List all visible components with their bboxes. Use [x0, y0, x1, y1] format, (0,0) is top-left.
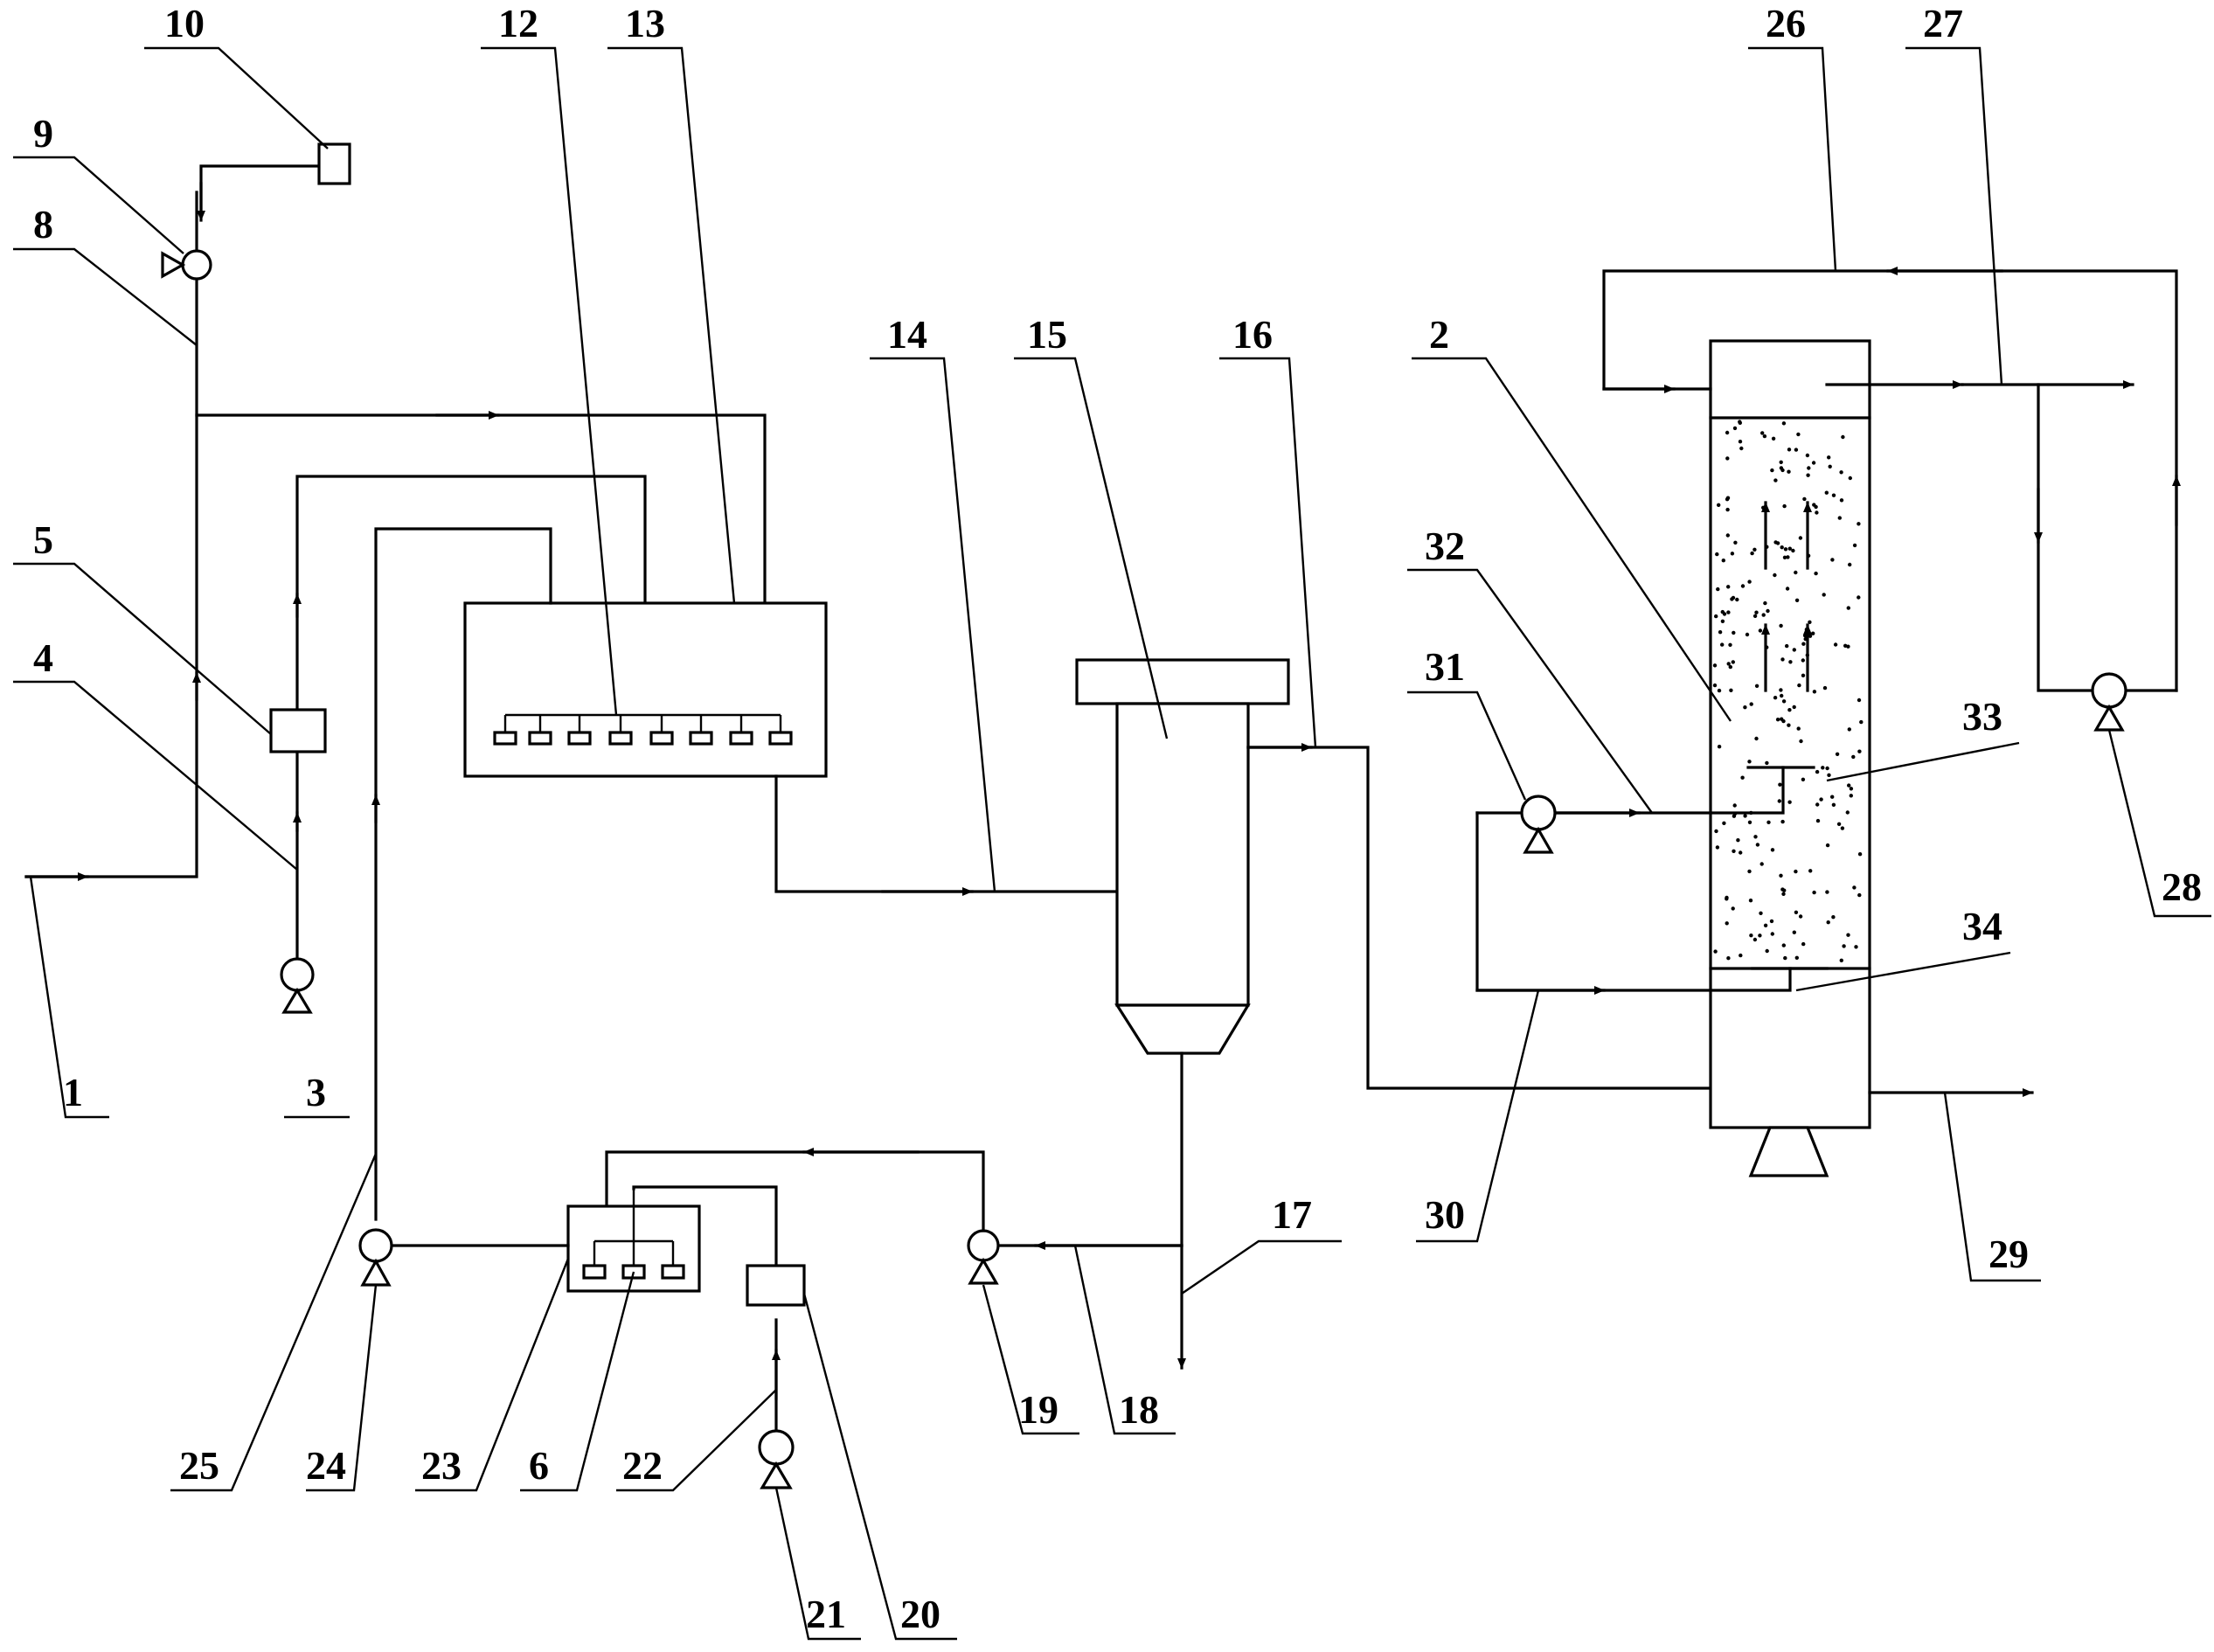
- label-20: 20: [900, 1592, 940, 1636]
- recycle-line-25: [371, 527, 552, 1221]
- label-19: 19: [1018, 1387, 1058, 1432]
- pump-28: [2091, 672, 2127, 732]
- distributor-34: [1475, 811, 1829, 992]
- label-1: 1: [63, 1070, 83, 1114]
- pump-31: [1520, 795, 1557, 854]
- label-21: 21: [806, 1592, 846, 1636]
- settler-15: [1075, 658, 1290, 1055]
- label-12: 12: [498, 1, 538, 45]
- pump-3: [280, 957, 315, 1014]
- label-13: 13: [625, 1, 665, 45]
- label-26: 26: [1766, 1, 1806, 45]
- line-14: [774, 774, 1119, 896]
- dosing-tank-10: [317, 142, 351, 185]
- label-30: 30: [1425, 1192, 1465, 1237]
- reference-labels: 1 3 4 5 8 9 10 12 13 14 15 16 2 26 27 28…: [33, 1, 2202, 1636]
- label-28: 28: [2162, 864, 2202, 909]
- label-8: 8: [33, 202, 53, 246]
- label-15: 15: [1027, 312, 1067, 357]
- label-24: 24: [306, 1443, 346, 1488]
- reactor-2: [1709, 339, 1871, 1177]
- distributor-6: [582, 1189, 685, 1280]
- flow-arrows: [1761, 501, 1812, 692]
- feed-line-1: [24, 191, 201, 881]
- label-9: 9: [33, 111, 53, 156]
- filter-20: [746, 1264, 806, 1307]
- line-to-reactor-13: [195, 411, 767, 605]
- label-4: 4: [33, 635, 53, 680]
- packing-media: [1712, 420, 1864, 963]
- line-4: [293, 475, 647, 961]
- leader-lines: [13, 46, 2211, 1641]
- label-31: 31: [1425, 644, 1465, 689]
- label-33: 33: [1962, 694, 2002, 739]
- label-25: 25: [179, 1443, 219, 1488]
- label-10: 10: [164, 1, 205, 45]
- label-27: 27: [1923, 1, 1963, 45]
- label-6: 6: [529, 1443, 549, 1488]
- label-32: 32: [1425, 524, 1465, 568]
- return-line: [605, 1148, 985, 1232]
- reactor-13: [463, 601, 828, 778]
- line-16: [1246, 743, 1712, 1090]
- pump-19: [967, 1229, 1000, 1285]
- label-34: 34: [1962, 904, 2002, 948]
- label-14: 14: [887, 312, 927, 357]
- label-18: 18: [1119, 1387, 1159, 1432]
- label-16: 16: [1232, 312, 1273, 357]
- dosing-line-8: [197, 164, 330, 222]
- label-23: 23: [421, 1443, 462, 1488]
- pump-21: [758, 1429, 795, 1489]
- label-17: 17: [1272, 1192, 1312, 1237]
- pump-24: [358, 1228, 393, 1287]
- outlet-line-27: [1825, 380, 2178, 692]
- distributor-12: [493, 713, 793, 746]
- label-5: 5: [33, 517, 53, 562]
- filter-5: [269, 708, 327, 753]
- label-29: 29: [1988, 1232, 2029, 1276]
- label-22: 22: [622, 1443, 663, 1488]
- label-3: 3: [306, 1070, 326, 1114]
- pump-9: [161, 249, 212, 281]
- recirculation-line-26: [1602, 267, 2181, 692]
- label-2: 2: [1429, 312, 1449, 357]
